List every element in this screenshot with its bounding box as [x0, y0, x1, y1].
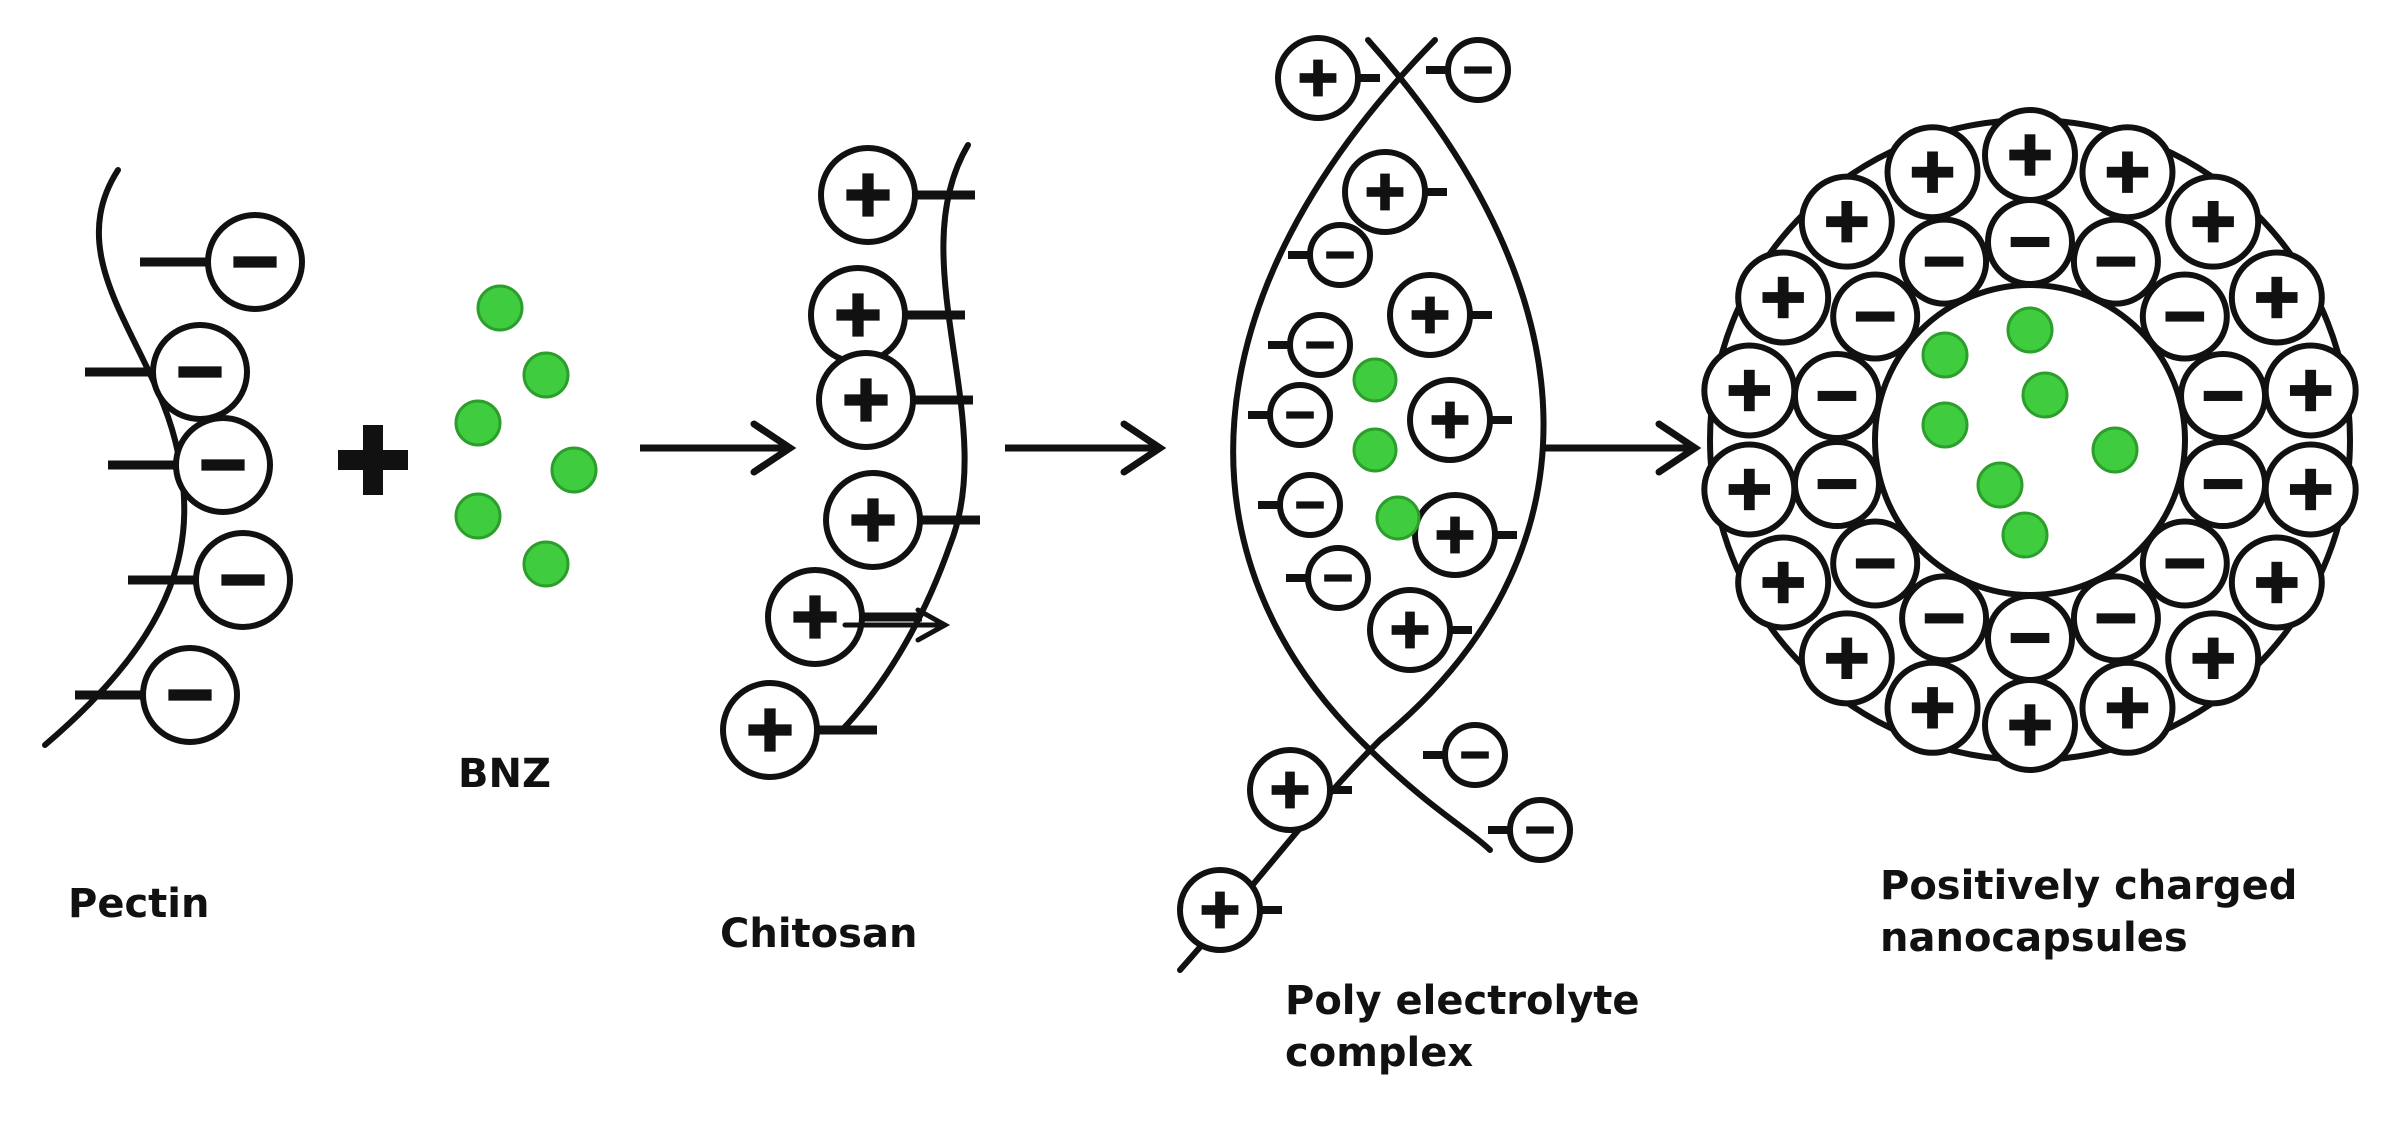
minus-charge-icon: [1507, 797, 1573, 863]
plus-icon: [338, 425, 408, 495]
plus-charge-icon: [1735, 534, 1832, 631]
minus-charge-icon: [2139, 518, 2230, 609]
green-dot-icon: [522, 351, 570, 399]
plus-charge-icon: [1798, 610, 1895, 707]
plus-charge-icon: [1735, 249, 1832, 346]
pectin-strand: [42, 167, 188, 748]
minus-charge-icon: [150, 322, 250, 422]
plus-charge-icon: [1275, 35, 1361, 121]
pectin-chain: [42, 167, 305, 748]
chitosan-bond: [842, 607, 951, 643]
plus-charge-icon: [2228, 534, 2325, 631]
minus-charge-icon: [1985, 593, 2075, 683]
plus-charge-icon: [1247, 747, 1333, 833]
arrows: [640, 420, 1702, 476]
plus-charge-icon: [1177, 867, 1263, 953]
green-dot-icon: [476, 284, 524, 332]
plus-charge-icon: [2228, 249, 2325, 346]
plus-charge-icon: [1367, 587, 1453, 673]
plus-charge-icon: [1701, 342, 1798, 439]
minus-charge-icon: [1830, 518, 1921, 609]
plus-charge-icon: [818, 145, 918, 245]
right-arrow-icon: [640, 420, 797, 476]
minus-charge-icon: [1305, 545, 1371, 611]
chitosan-chain: [720, 142, 980, 780]
green-dot-icon: [1921, 331, 1969, 379]
minus-charge-icon: [2139, 271, 2230, 362]
right-arrow-icon: [1545, 420, 1702, 476]
green-dot-icon: [2091, 426, 2139, 474]
green-dot-icon: [1352, 357, 1398, 403]
minus-charge-icon: [2178, 350, 2269, 441]
plus-charge-icon: [1342, 149, 1428, 235]
chitosan-label: Chitosan: [720, 911, 918, 957]
plus-charge-icon: [1982, 677, 2078, 773]
polyelectrolyte-complex: [1177, 35, 1573, 973]
green-dot-icon: [454, 492, 502, 540]
green-dot-icon: [1976, 461, 2024, 509]
green-dot-icon: [1352, 427, 1398, 473]
plus-charge-icon: [765, 567, 865, 667]
complex-strand-left: [1230, 37, 1493, 853]
nanocapsule: [1701, 107, 2359, 773]
minus-charge-icon: [1899, 216, 1990, 307]
plus-charge-icon: [1884, 124, 1981, 221]
green-dot-icon: [1375, 495, 1421, 541]
minus-charge-icon: [1277, 472, 1343, 538]
plus-charge-icon: [808, 265, 908, 365]
plus-charge-icon: [1884, 659, 1981, 756]
green-dot-icon: [2006, 306, 2054, 354]
green-dot-icon: [550, 446, 598, 494]
plus-charge-icon: [2165, 610, 2262, 707]
chitosan-strand: [839, 142, 971, 733]
minus-charge-icon: [2178, 439, 2269, 530]
minus-charge-icon: [193, 530, 293, 630]
green-dot-icon: [2021, 371, 2069, 419]
complex-label: Poly electrolyte complex: [1285, 978, 1640, 1076]
minus-charge-icon: [1307, 222, 1373, 288]
plus-charge-icon: [816, 350, 916, 450]
green-dot-icon: [522, 540, 570, 588]
minus-charge-icon: [173, 415, 273, 515]
minus-charge-icon: [1791, 350, 1882, 441]
plus-charge-icon: [2079, 659, 2176, 756]
plus-charge-icon: [1407, 377, 1493, 463]
complex-strand-right: [1177, 37, 1547, 973]
minus-charge-icon: [2070, 573, 2161, 664]
minus-charge-icon: [1830, 271, 1921, 362]
green-dot-icon: [1921, 401, 1969, 449]
minus-charge-icon: [140, 645, 240, 745]
minus-charge-icon: [1287, 312, 1353, 378]
right-arrow-icon: [1005, 420, 1167, 476]
bnz-particles: [454, 284, 598, 588]
plus-charge-icon: [823, 470, 923, 570]
minus-charge-icon: [205, 212, 305, 312]
green-dot-icon: [454, 399, 502, 447]
bnz-label: BNZ: [458, 751, 551, 797]
plus-charge-icon: [1701, 441, 1798, 538]
nanocapsules-label: Positively charged nanocapsules: [1880, 863, 2298, 961]
plus-charge-icon: [720, 680, 820, 780]
pectin-label: Pectin: [68, 881, 210, 927]
plus-charge-icon: [1387, 272, 1473, 358]
plus-charge-icon: [1412, 492, 1498, 578]
plus-charge-icon: [2165, 173, 2262, 270]
plus-charge-icon: [2079, 124, 2176, 221]
plus-charge-icon: [1982, 107, 2078, 203]
minus-charge-icon: [1899, 573, 1990, 664]
minus-charge-icon: [1445, 37, 1511, 103]
plus-charge-icon: [1798, 173, 1895, 270]
green-dot-icon: [2001, 511, 2049, 559]
minus-charge-icon: [1985, 197, 2075, 287]
minus-charge-icon: [1791, 439, 1882, 530]
plus-charge-icon: [2262, 342, 2359, 439]
plus-charge-icon: [2262, 441, 2359, 538]
minus-charge-icon: [1267, 382, 1333, 448]
minus-charge-icon: [2070, 216, 2161, 307]
minus-charge-icon: [1442, 722, 1508, 788]
